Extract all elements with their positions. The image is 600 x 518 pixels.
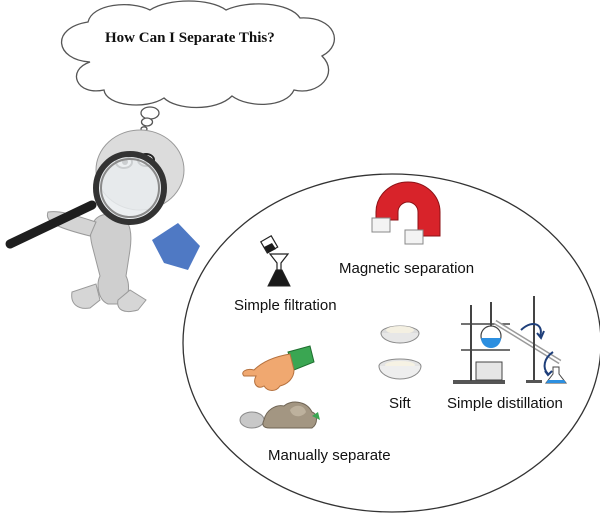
hand-icon (242, 345, 315, 391)
label-magnetic-separation: Magnetic separation (339, 260, 475, 277)
rocks-icon (239, 401, 320, 429)
label-simple-filtration: Simple filtration (234, 297, 337, 314)
distillation-apparatus-icon (453, 296, 568, 384)
label-manually-separate: Manually separate (268, 447, 391, 464)
label-simple-distillation: Simple distillation (447, 395, 563, 412)
filtration-icon (259, 234, 291, 287)
magnet-icon (371, 181, 441, 245)
thought-cloud (60, 0, 335, 132)
sieve-bowl-icon (378, 325, 422, 380)
methods-container (182, 173, 600, 513)
label-sift: Sift (389, 395, 411, 412)
thought-bubble-text: How Can I Separate This? (105, 30, 275, 46)
pointer-arrow (152, 223, 200, 270)
magnifying-glass-icon (5, 151, 167, 249)
